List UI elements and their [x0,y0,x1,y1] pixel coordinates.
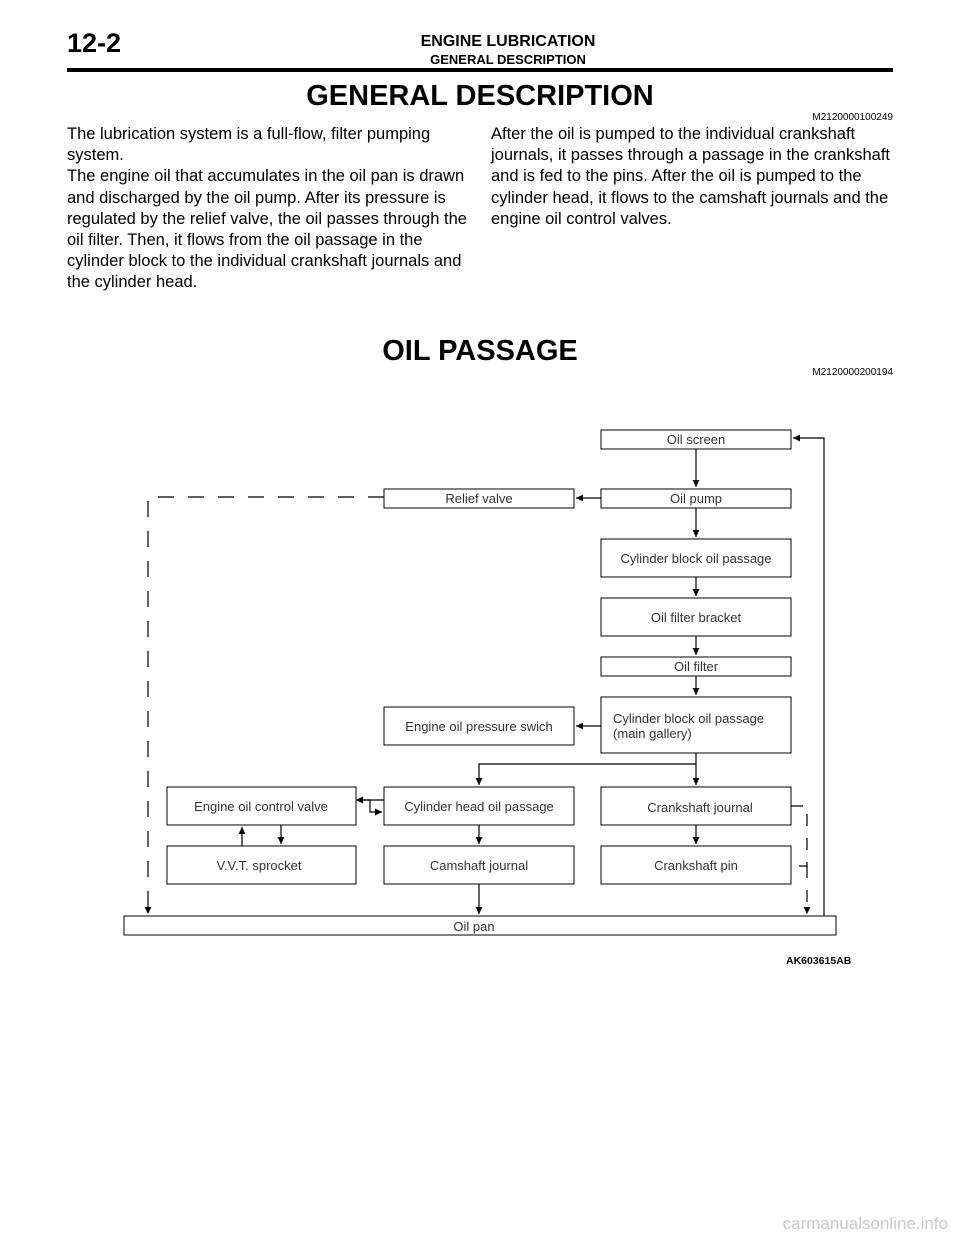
oil-filter-bracket-box [600,597,792,637]
general-description-title: GENERAL DESCRIPTION [306,80,654,112]
relief-valve-label: Relief valve [445,491,512,506]
paragraph: After the oil is pumped to the individua… [491,125,890,228]
crankshaft-journal-label: Crankshaft journal [647,800,753,815]
vvt-sprocket-label: V.V.T. sprocket [216,858,301,873]
main-gallery-label-line1: Cylinder block oil passage [613,711,764,726]
chapter-title: ENGINE LUBRICATION [420,33,596,50]
oil-pan-box [123,915,837,936]
pressure-switch-box [383,706,575,746]
crankshaft-pin-box [600,845,792,885]
cylinder-block-passage-box [600,538,792,578]
camshaft-journal-box [383,845,575,885]
crankshaft-journal-box [600,786,792,826]
figure-id: AK603615AB [786,955,852,967]
paragraph: The lubrication system is a full-flow, f… [67,125,431,165]
cylinder-head-passage-box [383,786,575,826]
right-column: After the oil is pumped to the individua… [491,124,896,230]
page-number: 12-2 [67,28,122,58]
crankshaft-pin-label: Crankshaft pin [654,858,738,873]
general-description-code: M2120000100249 [812,112,893,123]
flow-arrow [475,763,696,785]
left-column: The lubrication system is a full-flow, f… [67,124,472,294]
oil-filter-label: Oil filter [674,659,719,674]
return-line [793,434,825,916]
relief-drain-line [144,496,384,914]
vvt-sprocket-box [166,845,357,885]
camshaft-journal-label: Camshaft journal [430,858,528,873]
oil-pan-label: Oil pan [453,919,494,934]
oil-screen-label: Oil screen [667,432,726,447]
main-gallery-label-line2: (main gallery) [613,726,692,741]
oil-control-valve-label: Engine oil control valve [194,799,328,814]
oil-passage-title: OIL PASSAGE [382,335,578,367]
watermark: carmanualsonline.info [0,1214,960,1234]
watermark-text: carmanualsonline.info [782,1214,948,1233]
oil-filter-bracket-label: Oil filter bracket [651,610,742,625]
main-gallery-box [600,696,792,754]
oil-pump-label: Oil pump [670,491,722,506]
oil-passage-code: M2120000200194 [812,367,893,378]
drain-line [791,805,808,867]
flow-arrow [358,799,382,816]
cylinder-head-passage-label: Cylinder head oil passage [404,799,554,814]
pressure-switch-label: Engine oil pressure swich [405,719,552,734]
header-rule [67,68,893,72]
oil-control-valve-box [166,786,357,826]
section-subtitle: GENERAL DESCRIPTION [430,52,586,67]
cylinder-block-passage-label: Cylinder block oil passage [620,551,771,566]
relief-valve-box [383,488,575,509]
paragraph: The engine oil that accumulates in the o… [67,167,467,292]
